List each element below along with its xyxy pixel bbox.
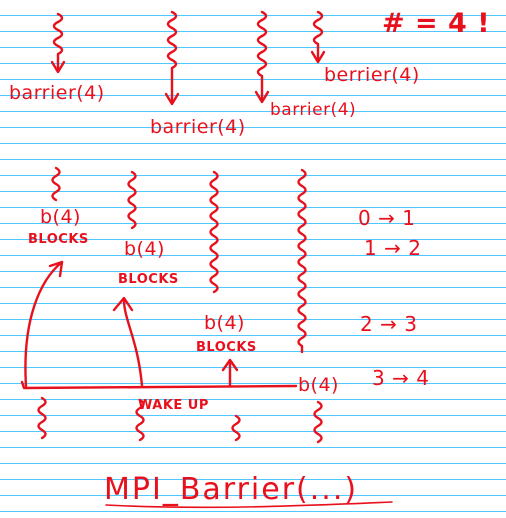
resume-wave-2 (135, 398, 145, 442)
bottom-process-3-wave (209, 170, 219, 294)
blocks-label-1: BLOCKS (28, 232, 89, 247)
counter-step-1: 0 → 1 (358, 206, 416, 230)
top-process-4-timeline (310, 10, 326, 64)
block-call-3: b(4) (204, 312, 245, 334)
wake-up-line (20, 380, 298, 390)
resume-wave-1 (37, 396, 47, 440)
bottom-process-4-wave (297, 168, 307, 354)
top-process-2-timeline (164, 10, 180, 106)
bottom-process-1-wave (51, 166, 61, 202)
top-process-1-timeline (50, 12, 66, 74)
counter-step-2: 1 → 2 (364, 236, 422, 260)
barrier-call-3: barrier(4) (270, 100, 357, 120)
block-call-2: b(4) (124, 238, 165, 260)
blocks-label-3: BLOCKS (196, 340, 257, 355)
block-call-1: b(4) (40, 206, 81, 228)
resume-wave-4 (313, 400, 323, 444)
counter-step-3: 2 → 3 (360, 312, 418, 336)
top-process-3-timeline (254, 10, 270, 104)
wake-arrow-3 (221, 358, 239, 388)
barrier-call-4: berrier(4) (324, 64, 420, 86)
resume-wave-3 (231, 414, 241, 442)
wake-up-label: WAKE UP (138, 398, 209, 413)
mpi-barrier-title: MPI_Barrier(...) (104, 472, 359, 507)
bottom-process-2-wave (127, 170, 137, 230)
process-count-label: # = 4 ! (382, 8, 491, 39)
barrier-call-2: barrier(4) (150, 116, 246, 138)
footer-underline (105, 501, 393, 509)
wake-arrow-2 (112, 296, 144, 388)
block-call-4: b(4) (298, 374, 339, 396)
blocks-label-2: BLOCKS (118, 272, 179, 287)
wake-arrow-1 (24, 260, 64, 388)
counter-step-4: 3 → 4 (372, 366, 430, 390)
barrier-call-1: barrier(4) (9, 82, 105, 104)
